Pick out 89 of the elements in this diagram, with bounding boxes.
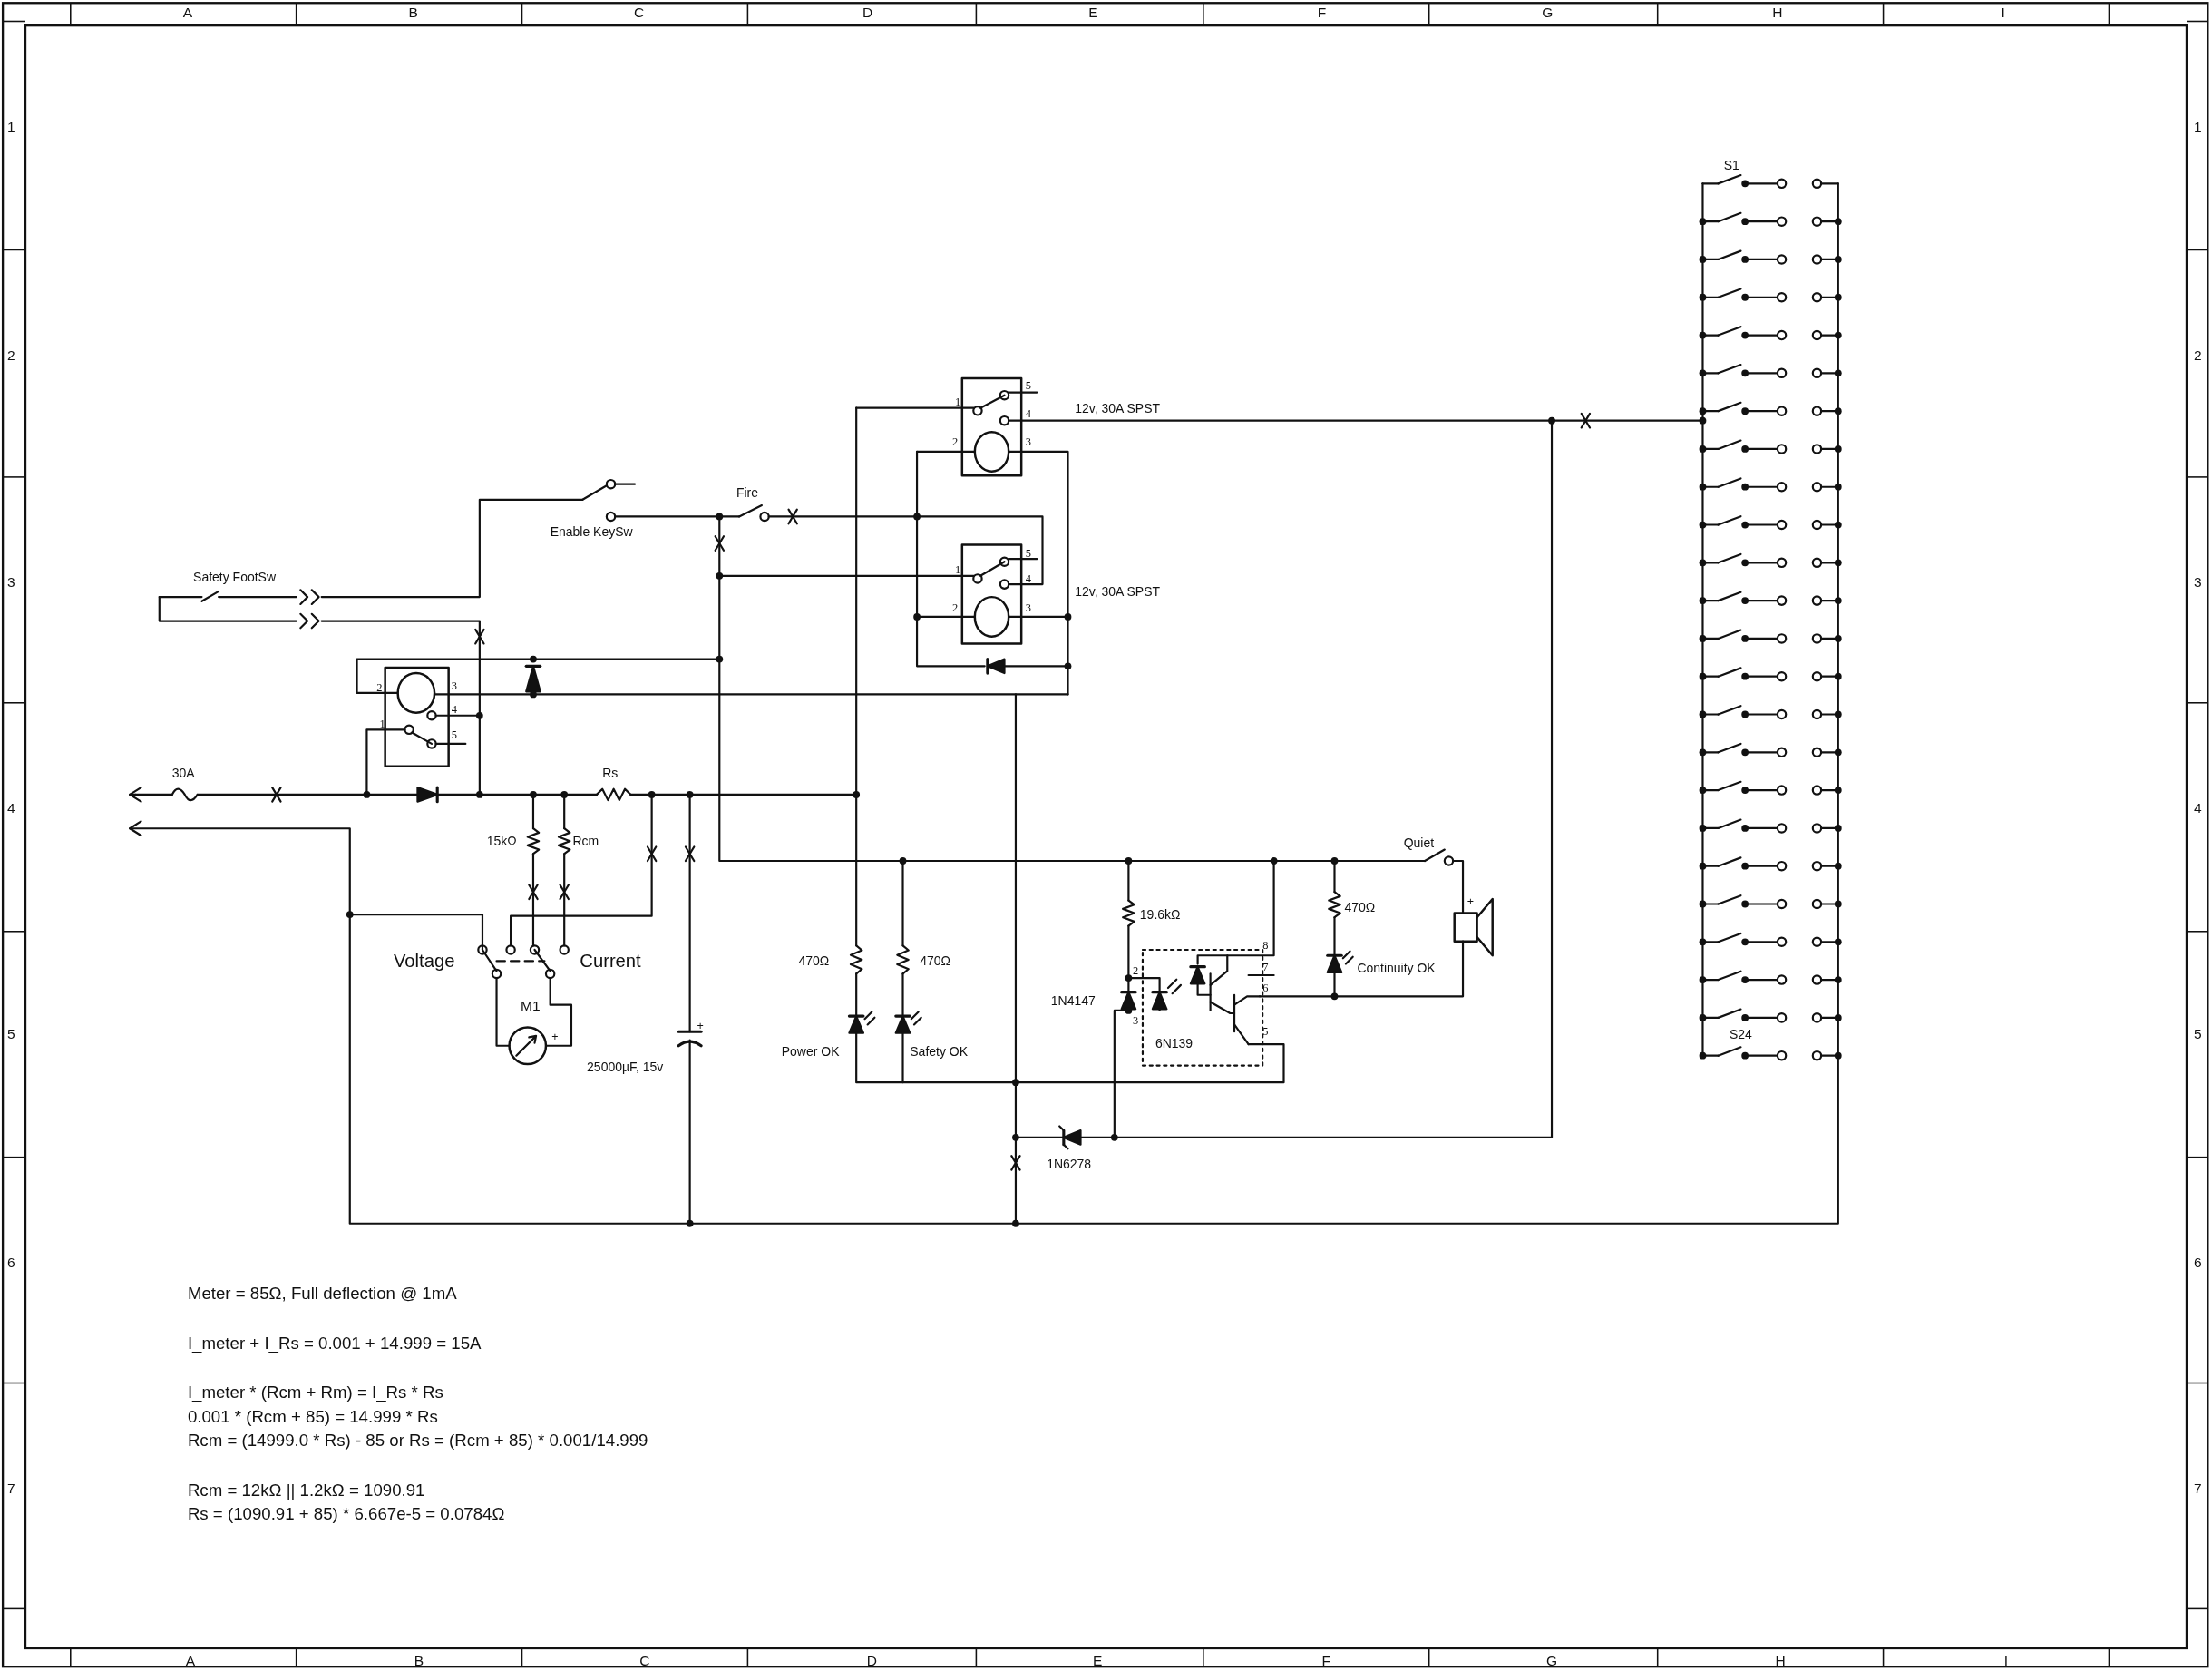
grid-reference: 4 — [7, 801, 15, 816]
component-label: 15kΩ — [486, 835, 517, 848]
formula-line: 0.001 * (Rcm + 85) = 14.999 * Rs — [187, 1408, 438, 1426]
component-label: 25000µF, 15v — [587, 1060, 664, 1073]
grid-reference: B — [414, 1654, 424, 1668]
pin-number: 3 — [1025, 602, 1032, 614]
pin-number: 2 — [951, 602, 959, 614]
pin-number: 3 — [1025, 435, 1032, 448]
pin-number: 7 — [1262, 961, 1269, 972]
component-label: 30A — [171, 767, 195, 780]
pin-number: 2 — [1133, 964, 1139, 977]
formula-line: Rcm = 12kΩ || 1.2kΩ = 1090.91 — [187, 1481, 425, 1499]
grid-reference: I — [2001, 5, 2005, 20]
pin-number: 4 — [1025, 407, 1032, 419]
component-label: Rcm — [572, 835, 599, 848]
formula-line: I_meter + I_Rs = 0.001 + 14.999 = 15A — [187, 1334, 482, 1353]
component-label: 470Ω — [920, 954, 950, 968]
pin-number: 6 — [1262, 982, 1269, 994]
formula-line: I_meter * (Rcm + Rm) = I_Rs * Rs — [187, 1383, 443, 1402]
component-label: Voltage — [393, 952, 455, 971]
grid-reference: 4 — [2194, 801, 2202, 816]
component-label: Rs — [602, 767, 619, 780]
grid-reference: 6 — [2194, 1256, 2202, 1270]
component-label: Continuity OK — [1357, 962, 1436, 975]
grid-reference: 1 — [2194, 120, 2202, 134]
pin-number: 3 — [1133, 1014, 1139, 1026]
grid-reference: 6 — [7, 1256, 15, 1270]
grid-reference: B — [408, 5, 418, 20]
component-label: S24 — [1730, 1028, 1752, 1041]
pin-number: 1 — [955, 396, 961, 408]
component-label: 1N6278 — [1047, 1158, 1092, 1171]
component-label: Safety OK — [910, 1044, 969, 1058]
grid-reference: 2 — [2194, 348, 2202, 363]
component-label: 470Ω — [798, 954, 830, 968]
grid-reference: H — [1772, 5, 1783, 20]
grid-reference: E — [1092, 1654, 1103, 1668]
component-label: Safety FootSw — [193, 571, 277, 584]
grid-reference: 3 — [7, 575, 15, 591]
pin-number: 4 — [1025, 572, 1032, 584]
component-label: 19.6kΩ — [1139, 907, 1181, 921]
formula-line: Meter = 85Ω, Full deflection @ 1mA — [187, 1285, 457, 1303]
pin-number: 1 — [955, 564, 961, 576]
polarity-mark: + — [551, 1031, 559, 1043]
component-label: 12v, 30A SPST — [1075, 401, 1161, 415]
grid-reference: 3 — [2194, 575, 2202, 591]
grid-reference: H — [1775, 1654, 1786, 1668]
grid-reference: A — [182, 5, 193, 20]
grid-reference: I — [2003, 1654, 2009, 1668]
component-label: Quiet — [1403, 836, 1435, 849]
grid-reference: C — [639, 1654, 650, 1668]
pin-number: 5 — [1025, 379, 1032, 391]
grid-reference: C — [634, 5, 645, 20]
pin-number: 1 — [379, 718, 385, 730]
polarity-mark: + — [1467, 895, 1474, 908]
component-label: 12v, 30A SPST — [1075, 584, 1161, 598]
pin-number: 8 — [1262, 939, 1269, 952]
grid-reference: E — [1088, 5, 1098, 20]
grid-reference: G — [1542, 5, 1554, 20]
grid-reference: 7 — [2194, 1481, 2202, 1496]
grid-reference: 5 — [7, 1027, 15, 1041]
grid-reference: F — [1321, 1654, 1330, 1668]
pin-number: 5 — [451, 729, 457, 741]
component-label: S1 — [1723, 159, 1739, 171]
component-label: 470Ω — [1344, 901, 1376, 914]
component-label: Fire — [736, 485, 759, 499]
grid-reference: A — [185, 1654, 196, 1668]
component-label: Enable KeySw — [550, 525, 633, 539]
component-label: Power OK — [781, 1044, 840, 1058]
component-label: 1N4147 — [1050, 993, 1096, 1007]
formula-line: Rcm = (14999.0 * Rs) - 85 or Rs = (Rcm + 85) * 0.001/14.999 — [187, 1432, 648, 1450]
component-label: Current — [580, 952, 641, 971]
grid-reference: 5 — [2194, 1027, 2202, 1041]
pin-number: 5 — [1025, 547, 1032, 559]
pin-number: 2 — [951, 435, 959, 448]
grid-reference: D — [862, 5, 873, 20]
polarity-mark: + — [697, 1020, 704, 1032]
pin-number: 4 — [451, 704, 457, 716]
grid-reference: G — [1546, 1654, 1558, 1668]
grid-reference: F — [1317, 5, 1327, 20]
component-label: 6N139 — [1155, 1036, 1194, 1050]
pin-number: 2 — [376, 681, 383, 693]
component-label: M1 — [520, 999, 541, 1013]
formula-line: Rs = (1090.91 + 85) * 6.667e-5 = 0.0784Ω — [187, 1505, 505, 1523]
grid-reference: 2 — [7, 348, 15, 363]
grid-reference: 7 — [7, 1481, 15, 1496]
grid-reference: 1 — [7, 120, 15, 134]
pin-number: 5 — [1262, 1025, 1269, 1038]
pin-number: 3 — [451, 679, 457, 692]
grid-reference: D — [866, 1654, 877, 1668]
